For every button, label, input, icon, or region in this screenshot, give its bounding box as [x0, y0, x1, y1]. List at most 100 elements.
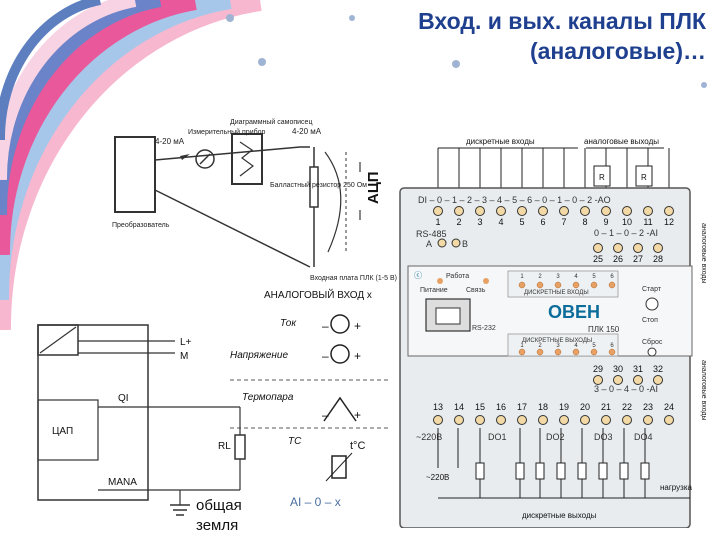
ground-line-1: общая — [196, 497, 242, 514]
voltage-input-label: Напряжение — [230, 350, 288, 361]
current-label-left: 4-20 мА — [155, 137, 185, 146]
ground-caption: общая земля — [196, 496, 242, 536]
row4-terminal-23 — [643, 415, 653, 425]
top-discrete-inputs-label: дискретные входы — [466, 137, 535, 146]
led-number: 6 — [610, 343, 614, 349]
row3-terminal-30 — [613, 375, 623, 385]
ground-line-2: земля — [196, 517, 239, 534]
decorative-dots — [349, 15, 707, 88]
led-number: 4 — [574, 274, 578, 280]
current-input-label: Ток — [280, 318, 297, 329]
analog-input-types: АНАЛОГОВЫЙ ВХОД x Ток – + Напряжение – +… — [230, 288, 388, 509]
rs232-label: RS-232 — [472, 325, 496, 332]
led-number: 2 — [538, 343, 542, 349]
led-link-label: Связь — [466, 287, 486, 294]
row1-terminal-2 — [454, 206, 464, 216]
row1-terminal-number: 1 — [435, 217, 440, 227]
row1-terminal-7 — [559, 206, 569, 216]
status-led — [590, 281, 598, 289]
title-line-1: Вход. и вых. каналы ПЛК — [418, 8, 706, 34]
current-loop-diagram: 4-20 мА 4-20 мА Измерительный прибор Диа… — [112, 118, 397, 282]
row1-terminal-3 — [475, 206, 485, 216]
row4-terminal-21 — [601, 415, 611, 425]
bottom-row-do1: DO1 — [488, 432, 507, 442]
load-label: нагрузка — [660, 483, 692, 492]
led-number: 3 — [556, 274, 560, 280]
dac-label: ЦАП — [52, 426, 73, 437]
start-label: Старт — [642, 286, 662, 293]
row1-terminal-10 — [622, 206, 632, 216]
load-resistor-symbol — [556, 462, 566, 480]
svg-text:–: – — [322, 319, 329, 333]
row3-terminal-29 — [593, 375, 603, 385]
adc-label: АЦП — [365, 171, 382, 204]
row3-terminal-number: 31 — [633, 364, 643, 374]
row1-terminal-11 — [643, 206, 653, 216]
row1-terminal-5 — [517, 206, 527, 216]
slide-title: Вход. и вых. каналы ПЛК (аналоговые)… — [418, 6, 706, 66]
bottom-discrete-outputs-label: дискретные выходы — [522, 511, 597, 520]
m-label: M — [180, 351, 188, 362]
dac-output-circuit: L+ M ЦАП QI RL MANA — [37, 324, 246, 516]
bottom-row-do2: DO2 — [546, 432, 565, 442]
row4-terminal-number: 15 — [475, 402, 485, 412]
side-label-bottom: аналоговые входы — [700, 360, 707, 421]
row4-terminal-number: 13 — [433, 402, 443, 412]
status-led — [518, 281, 526, 289]
recorder-label: Диаграммный самописец — [230, 118, 312, 126]
row4-terminal-16 — [496, 415, 506, 425]
status-led — [608, 281, 616, 289]
svg-text:ⓒ: ⓒ — [414, 271, 422, 280]
row2-terminal-number: 27 — [633, 254, 643, 264]
side-label-top: аналоговые входы — [700, 223, 707, 284]
current-source-icon — [330, 314, 350, 334]
svg-text:–: – — [322, 408, 329, 422]
ao-row-label: 3 – 0 – 4 – 0 -AI — [594, 384, 658, 394]
dac-module-box — [37, 324, 149, 501]
led-number: 6 — [610, 274, 614, 280]
row4-terminal-number: 24 — [664, 402, 674, 412]
row4-terminal-number: 16 — [496, 402, 506, 412]
di-panel-label: ДИСКРЕТНЫЕ ВХОДЫ — [524, 290, 589, 296]
row1-terminal-number: 10 — [622, 217, 632, 227]
row4-terminal-number: 19 — [559, 402, 569, 412]
led-number: 1 — [520, 343, 524, 349]
l-plus-label: L+ — [180, 337, 192, 348]
svg-text:–: – — [322, 349, 329, 363]
status-led — [572, 281, 580, 289]
row1-terminal-6 — [538, 206, 548, 216]
status-led — [554, 281, 562, 289]
led-number: 2 — [538, 274, 542, 280]
status-led — [536, 348, 544, 356]
row1-terminal-number: 9 — [603, 217, 608, 227]
load-resistor-symbol — [640, 462, 650, 480]
row1-terminal-number: 7 — [561, 217, 566, 227]
analog-input-heading: АНАЛОГОВЫЙ ВХОД x — [264, 288, 372, 301]
row1-terminal-number: 6 — [540, 217, 545, 227]
current-label-right: 4-20 мА — [292, 127, 322, 136]
led-number: 4 — [574, 343, 578, 349]
status-led — [590, 348, 598, 356]
reset-button[interactable] — [647, 347, 657, 357]
thermocouple-icon — [323, 396, 357, 422]
row4-terminal-number: 18 — [538, 402, 548, 412]
status-led — [554, 348, 562, 356]
led-work-label: Работа — [446, 272, 469, 280]
rs485-a: A — [426, 239, 432, 249]
row4-terminal-15 — [475, 415, 485, 425]
load-resistor-symbol — [619, 462, 629, 480]
ai-row-label: 0 – 1 – 0 – 2 -AI — [594, 228, 658, 238]
row1-terminal-1 — [433, 206, 443, 216]
start-button[interactable] — [645, 297, 659, 311]
led-number: 5 — [592, 274, 596, 280]
transducer-label: Преобразователь — [112, 221, 170, 229]
bottom-row-do4: DO4 — [634, 432, 653, 442]
svg-text:+: + — [354, 349, 361, 363]
row4-terminal-17 — [517, 415, 527, 425]
row3-terminal-number: 32 — [653, 364, 663, 374]
qi-label: QI — [118, 393, 129, 404]
bottom-row-220: ~220В — [416, 432, 442, 442]
dac-box — [37, 399, 99, 461]
row4-terminal-number: 20 — [580, 402, 590, 412]
row4-terminal-19 — [559, 415, 569, 425]
